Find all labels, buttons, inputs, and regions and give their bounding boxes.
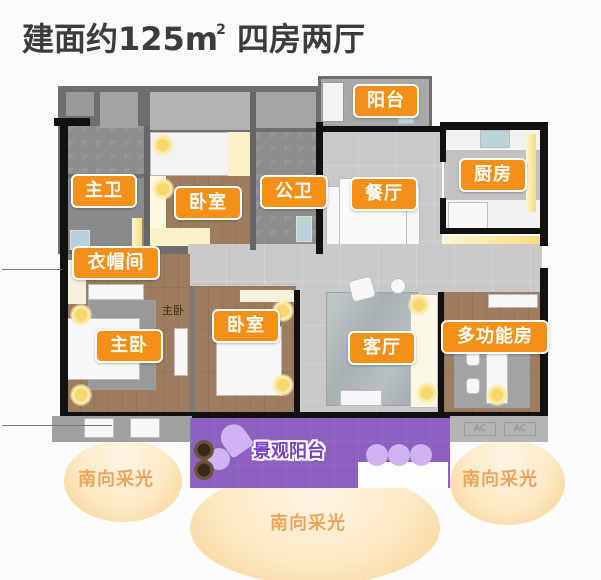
wall-kitchen-left bbox=[440, 126, 446, 162]
wall-bathroom-right bbox=[144, 126, 150, 250]
lamp-icon bbox=[416, 382, 438, 404]
room-label-bedroom-top: 卧室 bbox=[174, 186, 242, 220]
sunlight-glow-right bbox=[450, 440, 565, 525]
room-label-master-bedroom: 主卧 bbox=[95, 329, 163, 363]
wall-right-top bbox=[540, 126, 548, 246]
bottom-right-ac-ledge bbox=[450, 416, 548, 442]
plant-icon bbox=[194, 440, 214, 460]
room-label-bedroom-bottom: 卧室 bbox=[212, 309, 280, 343]
lamp-icon bbox=[70, 304, 92, 326]
lamp-icon bbox=[272, 374, 294, 396]
side-table-icon bbox=[208, 448, 230, 470]
wall-kitchen-left-lower bbox=[440, 198, 446, 232]
room-label-living: 客厅 bbox=[348, 331, 416, 365]
title-superscript: 2 bbox=[216, 22, 226, 38]
wall-bottom bbox=[60, 412, 548, 418]
living-tv-cabinet bbox=[340, 390, 382, 406]
bedroom-bottom-divider bbox=[190, 286, 195, 416]
ac-unit-right: AC bbox=[504, 422, 536, 436]
master-bath-duct bbox=[66, 92, 94, 116]
title-prefix: 建面约125m bbox=[22, 20, 219, 58]
master-wardrobe bbox=[174, 328, 188, 376]
ac-unit-left: AC bbox=[464, 422, 496, 436]
bedroom-bottom-shelf bbox=[240, 290, 294, 302]
wall-top-right bbox=[440, 122, 548, 130]
sunlight-label-center: 南向采光 bbox=[270, 513, 346, 534]
lamp-icon bbox=[152, 134, 174, 156]
ledge-cabinet-1 bbox=[84, 418, 114, 438]
master-small-label: 主卧 bbox=[162, 304, 184, 317]
sunlight-glow-left bbox=[64, 440, 182, 522]
wall-left bbox=[60, 118, 68, 418]
room-label-kitchen: 厨房 bbox=[459, 158, 527, 192]
balcony-rail-right bbox=[429, 76, 432, 130]
room-label-dining: 餐厅 bbox=[350, 177, 418, 211]
wall-left-top bbox=[54, 118, 90, 126]
room-label-view-balcony: 景观阳台 bbox=[253, 441, 325, 462]
closet-cabinet bbox=[88, 284, 144, 300]
lamp-icon bbox=[152, 178, 174, 200]
stool-icon bbox=[410, 444, 432, 466]
wall-multi-left bbox=[438, 292, 444, 416]
multi-room-chair-2 bbox=[466, 378, 480, 394]
room-label-master-bath: 主卫 bbox=[71, 174, 137, 208]
wall-bedroom-bottom-right bbox=[294, 290, 300, 416]
sunlight-glow-center bbox=[190, 470, 440, 580]
lamp-icon bbox=[486, 384, 508, 406]
sunlight-label-right: 南向采光 bbox=[462, 469, 538, 490]
bedroom-top-shelf bbox=[150, 228, 210, 246]
balcony-rail bbox=[318, 76, 432, 79]
dimension-line bbox=[2, 425, 112, 426]
master-bath-upper bbox=[68, 126, 148, 174]
lamp-icon bbox=[408, 294, 430, 316]
kitchen-sink bbox=[480, 130, 510, 148]
public-bath-basin bbox=[296, 216, 312, 242]
stool-icon bbox=[366, 444, 388, 466]
kitchen-light bbox=[526, 134, 536, 212]
wall-top-mid bbox=[316, 126, 442, 132]
bedroom-top-wardrobe bbox=[228, 132, 252, 176]
room-label-public-bath: 公卫 bbox=[260, 175, 328, 209]
room-label-multi-room: 多功能房 bbox=[441, 320, 549, 354]
bottom-left-ledge bbox=[52, 416, 192, 442]
plant-icon bbox=[194, 460, 214, 480]
dining-chairs-left bbox=[326, 186, 340, 248]
bedroom-top-upper bbox=[150, 92, 250, 130]
multi-room-shelf bbox=[488, 294, 538, 308]
room-label-balcony: 阳台 bbox=[353, 84, 419, 118]
title-suffix: 四房两厅 bbox=[225, 20, 366, 58]
page-title: 建面约125m2 四房两厅 bbox=[22, 14, 365, 60]
lamp-icon bbox=[70, 384, 92, 406]
stool-icon bbox=[388, 444, 410, 466]
wall-bedroom-right bbox=[250, 92, 256, 250]
master-bath-light bbox=[132, 218, 142, 250]
view-balcony-cutout bbox=[358, 462, 448, 488]
dimension-line bbox=[2, 269, 62, 270]
public-bath-upper bbox=[256, 92, 316, 128]
living-side-table bbox=[390, 278, 406, 294]
ledge-cabinet-2 bbox=[130, 418, 160, 438]
sunlight-label-left: 南向采光 bbox=[78, 469, 154, 490]
room-label-walk-in-closet: 衣帽间 bbox=[72, 246, 160, 280]
wall-kitchen-bottom bbox=[440, 228, 544, 234]
master-bath-shaft bbox=[100, 92, 138, 128]
balcony-cabinet bbox=[322, 82, 344, 122]
kitchen-fridge bbox=[448, 202, 488, 230]
